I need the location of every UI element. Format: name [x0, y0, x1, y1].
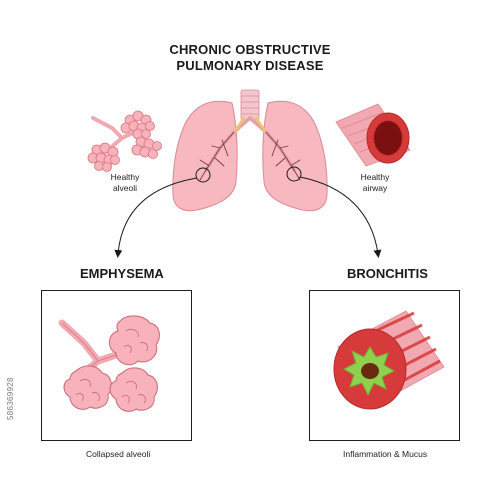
page-title-line-1: CHRONIC OBSTRUCTIVE	[169, 42, 331, 57]
emphysema-caption: Collapsed alveoli	[86, 449, 151, 459]
bronchitis-panel	[309, 290, 460, 441]
bronchitis-caption: Inflammation & Mucus	[343, 449, 428, 459]
emphysema-heading: EMPHYSEMA	[80, 266, 164, 281]
stock-id-label: 586369928	[6, 377, 15, 420]
healthy-alveoli-label-line-2: alveoli	[112, 183, 138, 193]
healthy-airway-illustration	[335, 103, 411, 167]
healthy-airway-label-line-1: Healthy	[360, 172, 390, 182]
inflamed-airway-illustration	[333, 310, 445, 410]
collapsed-alveoli-illustration	[58, 315, 160, 412]
lungs-illustration	[172, 89, 328, 212]
bronchitis-heading: BRONCHITIS	[347, 266, 428, 281]
callout-arrows	[114, 176, 382, 258]
healthy-alveoli-label-line-1: Healthy	[110, 172, 140, 182]
emphysema-panel	[41, 290, 192, 441]
healthy-airway-label-line-2: airway	[362, 183, 388, 193]
healthy-alveoli-illustration	[87, 110, 162, 172]
page-title-line-2: PULMONARY DISEASE	[176, 58, 324, 73]
